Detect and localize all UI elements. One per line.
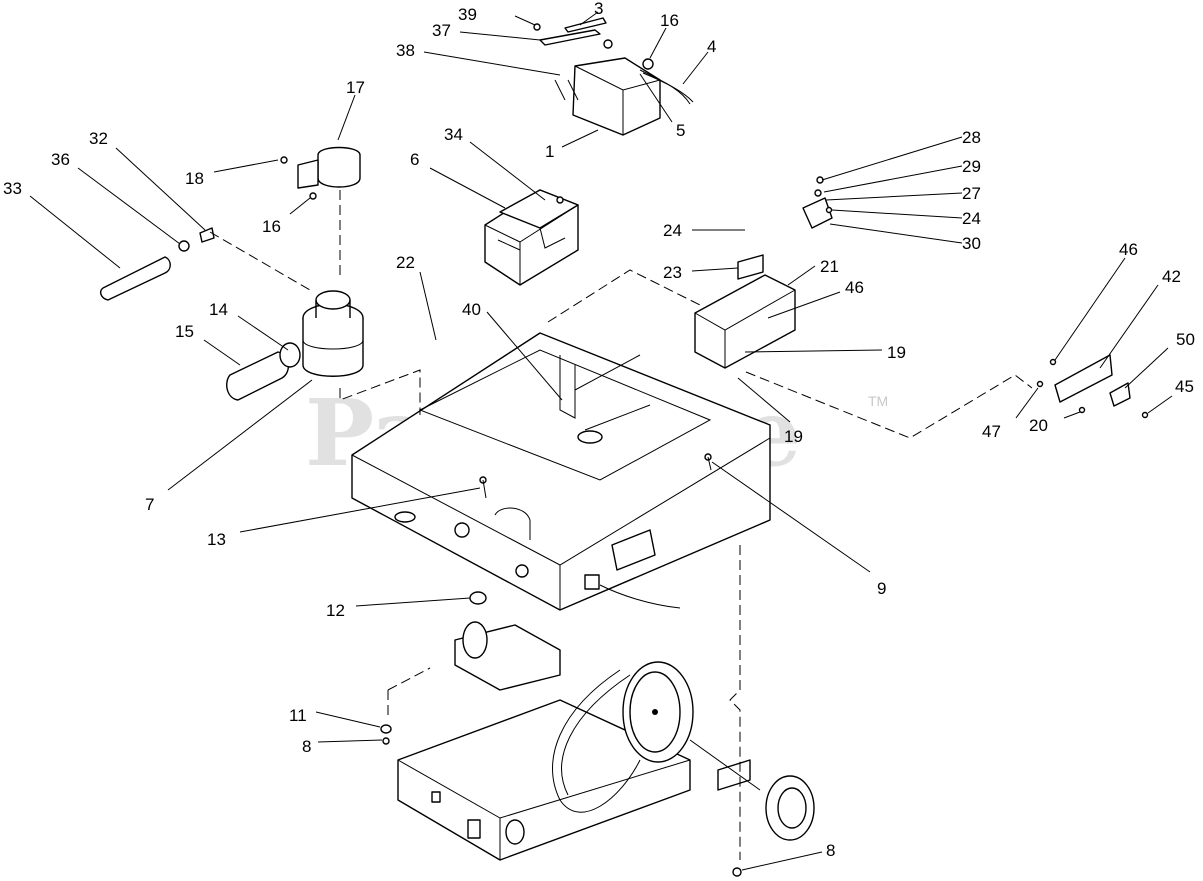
callout-label: 20 [1029,416,1048,435]
battery-tray [484,189,579,286]
assembly-lines [209,190,1033,860]
callout-24-right: 24 [831,209,981,228]
callout-label: 36 [51,150,70,169]
callout-8-bottom: 8 [741,841,835,871]
air-cleaner [100,146,364,401]
callout-27: 27 [825,184,981,203]
callout-29: 29 [823,157,981,193]
callout-9: 9 [711,461,886,598]
callout-label: 50 [1176,330,1195,349]
main-frame [351,332,771,611]
callout-14: 14 [209,300,289,351]
callout-11: 11 [289,706,381,728]
callout-50: 50 [1124,330,1195,389]
callout-label: 34 [444,125,463,144]
callout-label: 19 [784,427,803,446]
callout-label: 33 [3,179,22,198]
callout-5: 5 [639,73,685,140]
electrical-bracket [694,176,1149,419]
callout-label: 24 [962,209,981,228]
callout-label: 8 [826,841,835,860]
callout-39: 39 [458,5,536,26]
callout-label: 18 [185,169,204,188]
callout-label: 16 [262,217,281,236]
callout-label: 15 [175,322,194,341]
callout-label: 32 [89,129,108,148]
callout-label: 9 [877,579,886,598]
callout-label: 7 [145,495,154,514]
callout-37: 37 [432,21,541,41]
callout-label: 5 [676,121,685,140]
callout-19-lower: 19 [737,377,803,446]
callout-15: 15 [175,322,241,366]
callout-30: 30 [829,223,981,253]
callout-label: 21 [820,257,839,276]
watermark-tm: TM [868,393,888,409]
callout-label: 29 [962,157,981,176]
drive-assembly [380,591,815,877]
callout-22: 22 [396,253,437,341]
callout-label: 3 [594,0,603,18]
callout-label: 16 [660,11,679,30]
callout-label: 40 [462,300,481,319]
callout-16-lower: 16 [262,197,311,236]
callout-16-top: 16 [649,11,679,59]
callout-42: 42 [1099,267,1181,369]
callout-label: 30 [962,234,981,253]
callout-label: 47 [982,422,1001,441]
callout-label: 8 [302,737,311,756]
callout-label: 46 [1119,240,1138,259]
callout-21: 21 [787,257,839,286]
callout-label: 22 [396,253,415,272]
callout-label: 27 [962,184,981,203]
callout-46-mid: 46 [767,278,864,319]
callout-label: 1 [545,142,554,161]
callout-label: 12 [326,601,345,620]
callout-46-upper: 46 [1054,240,1138,361]
callout-4: 4 [682,37,716,85]
callout-label: 17 [346,78,365,97]
callout-label: 37 [432,21,451,40]
callout-40: 40 [462,300,563,401]
callout-label: 13 [207,530,226,549]
callout-label: 14 [209,300,228,319]
callout-label: 45 [1175,377,1194,396]
callout-36: 36 [51,150,181,245]
callout-34: 34 [444,125,546,201]
callout-label: 19 [887,343,906,362]
callout-18: 18 [185,159,279,188]
callout-24-left: 24 [663,221,745,240]
callout-12: 12 [326,597,471,620]
callout-label: 39 [458,5,477,24]
callout-45: 45 [1147,377,1194,414]
callout-20: 20 [1029,411,1081,435]
callout-label: 11 [289,706,307,725]
callout-32: 32 [89,129,206,231]
callout-label: 24 [663,221,682,240]
callout-label: 46 [845,278,864,297]
callout-7: 7 [145,379,313,514]
callout-label: 38 [396,41,415,60]
callout-33: 33 [3,179,121,269]
callout-label: 6 [410,150,419,169]
callout-28: 28 [821,128,981,181]
callout-label: 4 [707,37,716,56]
battery-assembly [533,17,694,136]
callout-19-upper: 19 [744,343,906,362]
callout-17: 17 [337,78,365,141]
callout-47: 47 [982,387,1039,441]
callout-1: 1 [545,129,599,161]
callout-38: 38 [396,41,561,76]
callout-label: 28 [962,128,981,147]
callout-label: 42 [1162,267,1181,286]
callout-label: 23 [663,263,682,282]
callout-8-left: 8 [302,737,383,756]
callout-6: 6 [410,150,506,209]
callout-3: 3 [579,0,603,26]
callout-23: 23 [663,263,739,282]
callout-13: 13 [207,487,481,549]
